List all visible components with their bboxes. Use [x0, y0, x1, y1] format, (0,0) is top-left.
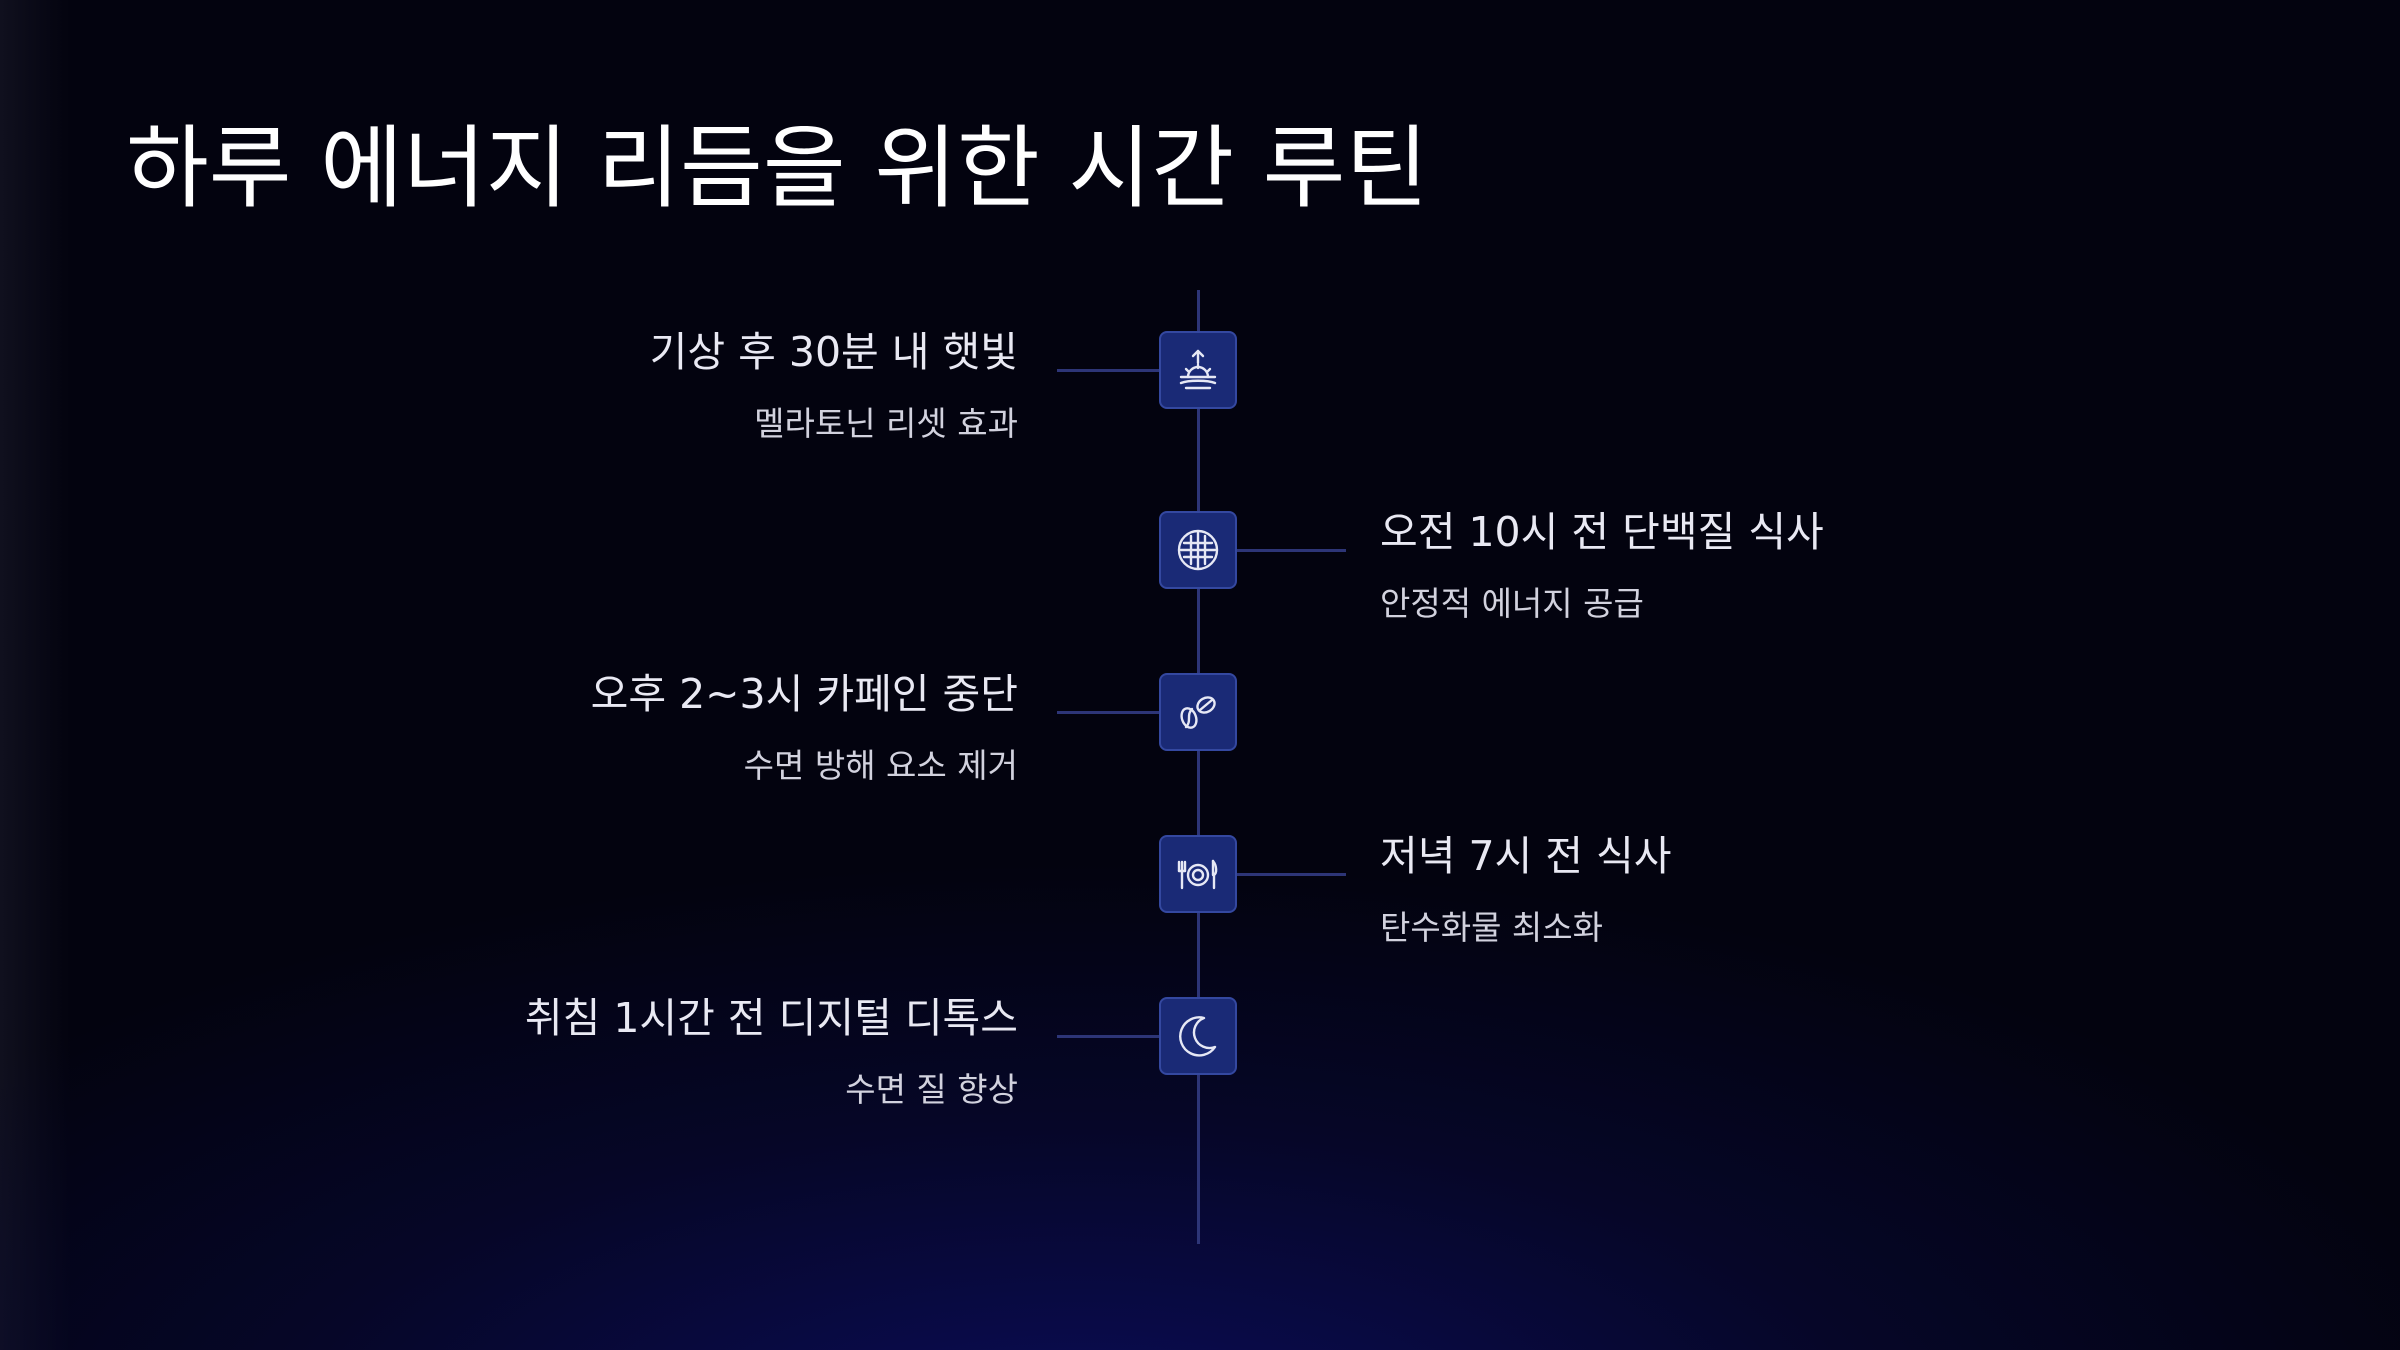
step-title: 오후 2~3시 카페인 중단: [590, 670, 1018, 718]
connector-3: [1057, 711, 1198, 714]
step-title: 오전 10시 전 단백질 식사: [1380, 508, 1824, 556]
connector-1: [1057, 369, 1198, 372]
timeline-label-1: 기상 후 30분 내 햇빛 멜라토닌 리셋 효과: [258, 328, 1018, 443]
step-title: 저녁 7시 전 식사: [1380, 832, 1672, 880]
timeline-label-2: 오전 10시 전 단백질 식사 안정적 에너지 공급: [1380, 508, 2140, 623]
timeline-label-4: 저녁 7시 전 식사 탄수화물 최소화: [1380, 832, 2140, 947]
timeline-axis: [1197, 290, 1200, 1244]
timeline-node-1: [1159, 331, 1237, 409]
timeline-node-2: [1159, 511, 1237, 589]
step-subtitle: 탄수화물 최소화: [1380, 908, 1604, 947]
coffee-beans-icon: [1180, 696, 1216, 729]
plate-cutlery-icon: [1177, 859, 1218, 890]
step-subtitle: 안정적 에너지 공급: [1380, 584, 1644, 623]
timeline-node-3: [1159, 673, 1237, 751]
step-subtitle: 수면 질 향상: [845, 1070, 1018, 1109]
step-subtitle: 멜라토닌 리셋 효과: [754, 404, 1018, 443]
step-title: 기상 후 30분 내 햇빛: [649, 328, 1018, 376]
timeline-node-5: [1159, 997, 1237, 1075]
moon-icon: [1179, 1016, 1217, 1057]
timeline-label-3: 오후 2~3시 카페인 중단 수면 방해 요소 제거: [258, 670, 1018, 785]
connector-4: [1198, 873, 1346, 876]
sunrise-icon: [1179, 349, 1217, 390]
timeline-label-5: 취침 1시간 전 디지털 디톡스 수면 질 향상: [258, 994, 1018, 1109]
waffle-icon: [1177, 529, 1219, 571]
step-subtitle: 수면 방해 요소 제거: [743, 746, 1018, 785]
timeline-node-4: [1159, 835, 1237, 913]
connector-2: [1198, 549, 1346, 552]
step-title: 취침 1시간 전 디지털 디톡스: [524, 994, 1018, 1042]
connector-5: [1057, 1035, 1198, 1038]
page-title: 하루 에너지 리듬을 위한 시간 루틴: [126, 116, 1429, 221]
